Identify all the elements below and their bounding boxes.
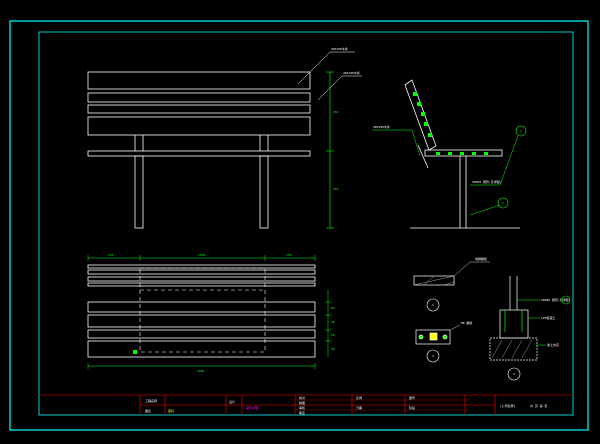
side-section — [404, 79, 520, 229]
side-marker-a-label: 1 — [520, 129, 522, 133]
front-note-backrest: 40X100木条 — [331, 46, 348, 51]
detail-marker-3 — [426, 349, 440, 363]
plan-bottom-dimension — [87, 363, 316, 369]
detail-3-note: M8 螺栓 — [461, 320, 472, 325]
plan-view — [87, 264, 316, 358]
side-marker-a — [515, 125, 527, 137]
foundation-side-marker — [561, 295, 571, 305]
outer-frame — [9, 20, 589, 431]
tb-project-label: 工程名称 — [145, 398, 157, 403]
tb-drawing-label: 图名 — [145, 408, 151, 413]
detail-2-hatch — [491, 339, 533, 359]
plan-dim-total: 1800 — [197, 369, 204, 373]
tb-sheet-no-label: 图号 — [409, 395, 415, 400]
tb-check-label: 校对 — [299, 395, 305, 400]
detail-2 — [489, 276, 538, 361]
detail-marker-1 — [426, 298, 440, 312]
tb-stage-label: 阶段 — [409, 405, 415, 410]
detail-3 — [415, 324, 461, 345]
title-block — [39, 394, 573, 415]
front-vertical-dimension — [326, 71, 334, 229]
detail-marker-1-label: 1 — [432, 303, 434, 307]
side-note-seat: 40X100木条 — [373, 124, 390, 129]
detail-1 — [413, 261, 490, 286]
plan-dim-left: 150 — [108, 253, 114, 257]
detail-2-leaders — [517, 299, 546, 346]
front-dim-bottom: 450 — [333, 187, 339, 191]
front-leaders — [297, 51, 362, 101]
plan-top-dimension — [87, 255, 316, 261]
plan-dim-mid: 1500 — [198, 253, 205, 257]
detail-2-note-b: C20混凝土 — [541, 315, 555, 320]
side-marker-b — [497, 197, 509, 209]
plan-small-marker — [133, 350, 137, 354]
detail-marker-2 — [507, 367, 521, 381]
detail-2-note-a: 50X80 钢管(见详图) — [541, 297, 571, 302]
side-leaders — [372, 129, 519, 216]
side-marker-b-label: 2 — [502, 201, 504, 205]
side-note-base: 30X60 钢管(见详图) — [472, 179, 502, 184]
plan-side-c: 60 — [331, 333, 335, 337]
inner-frame — [38, 31, 574, 416]
plan-dim-right: 150 — [286, 253, 292, 257]
tb-drawing-value: 座椅 — [168, 408, 174, 413]
tb-scale-label: 比例 — [356, 395, 362, 400]
tb-review-label: 审核 — [299, 405, 305, 410]
plan-side-dimension — [325, 290, 331, 357]
tb-date-label: 日期 — [356, 405, 362, 410]
tb-company-label: [公司名称] — [500, 403, 516, 408]
side-backrest-slats — [413, 92, 432, 137]
tb-design-label: 设计 — [229, 399, 235, 404]
tb-sheet-title: 座椅详图 — [246, 405, 258, 410]
front-note-backrest-2: 40X100木条 — [343, 70, 360, 75]
tb-draw-label: 制图 — [299, 400, 305, 405]
detail-2-note-c: 素土夯实 — [547, 342, 559, 347]
plan-side-d: 40 — [331, 347, 335, 351]
tb-page-label: 共 页 第 页 — [530, 403, 547, 408]
tb-approve-label: 审定 — [299, 410, 305, 415]
front-dim-top: 450 — [333, 110, 339, 114]
plan-side-b: 40 — [331, 320, 335, 324]
detail-marker-3-label: 3 — [432, 354, 434, 358]
detail-1-note: 地脚螺栓 — [475, 256, 487, 261]
side-seat-slats — [436, 152, 488, 155]
front-elevation — [87, 71, 311, 229]
plan-side-a: 60 — [331, 306, 335, 310]
detail-marker-2-label: 2 — [513, 372, 515, 376]
